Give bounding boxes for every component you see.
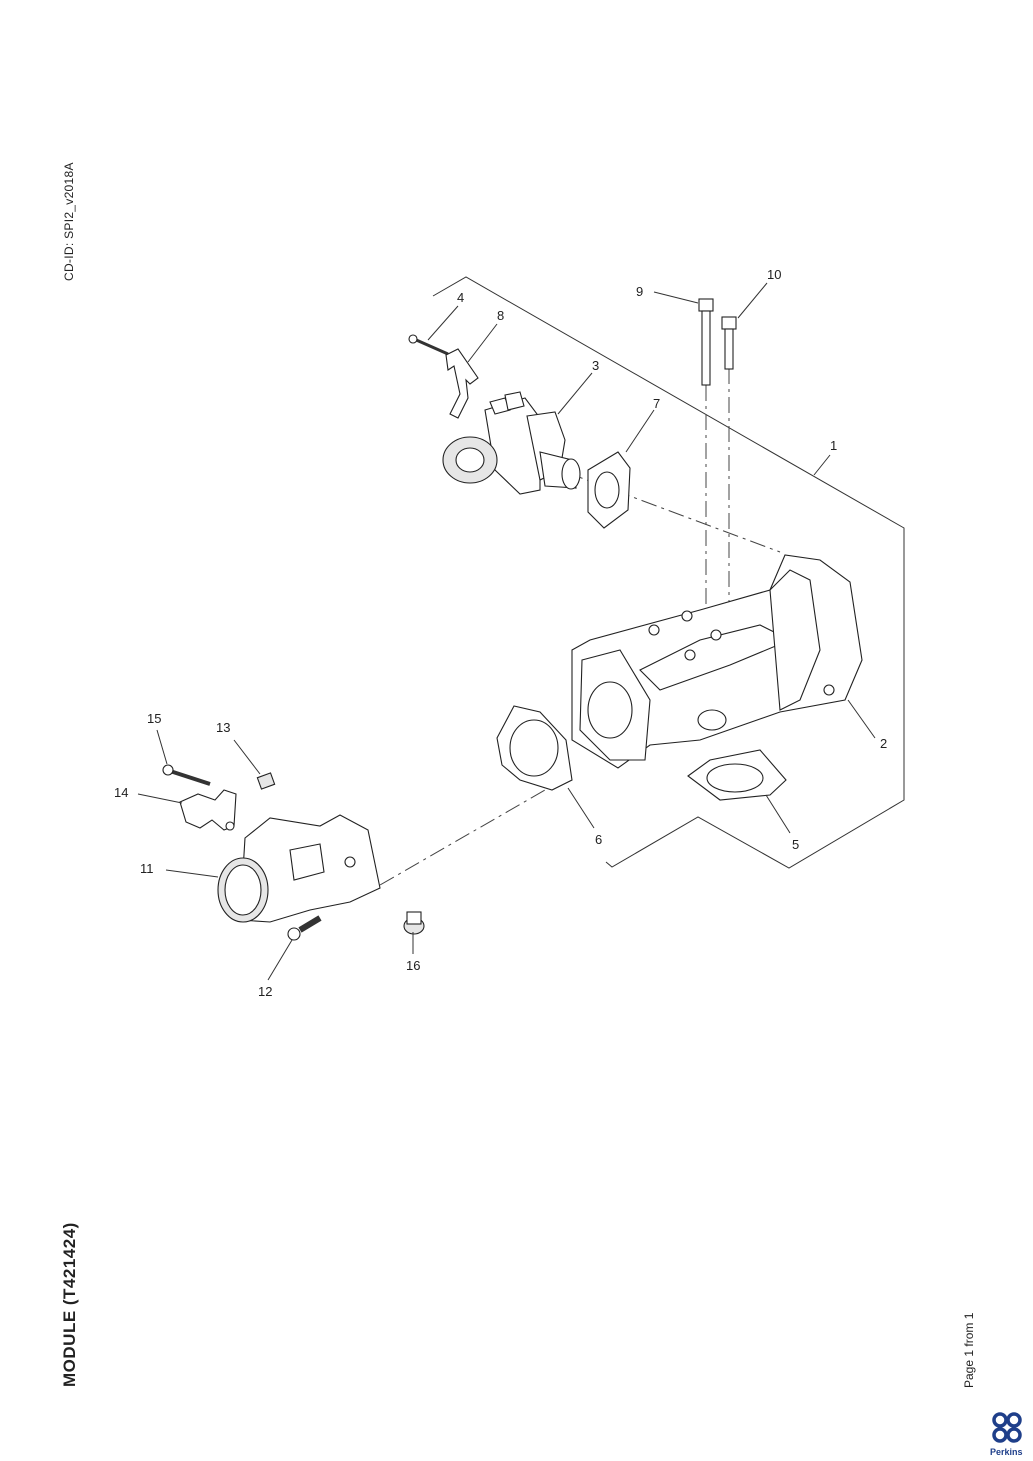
leader-7 xyxy=(625,409,655,453)
part-4-screw xyxy=(408,334,449,356)
callout-2: 2 xyxy=(880,736,887,751)
leader-10 xyxy=(737,282,768,319)
brand-name: Perkins xyxy=(990,1447,1023,1457)
part-15-screw xyxy=(162,764,211,786)
callout-1: 1 xyxy=(830,438,837,453)
part-9-bolt xyxy=(698,298,714,386)
perkins-logo-icon xyxy=(992,1412,1022,1443)
leader-9 xyxy=(653,291,699,304)
callout-13: 13 xyxy=(216,720,230,735)
leader-4 xyxy=(427,305,459,341)
callout-16: 16 xyxy=(406,958,420,973)
part-16-plug xyxy=(403,911,425,935)
callout-3: 3 xyxy=(592,358,599,373)
leader-15 xyxy=(156,729,168,765)
assembly-bracket xyxy=(432,276,905,869)
leader-5 xyxy=(765,794,791,834)
part-14-sensor xyxy=(179,789,237,831)
callout-7: 7 xyxy=(653,396,660,411)
part-11-outlet-housing xyxy=(217,814,381,923)
callout-4: 4 xyxy=(457,290,464,305)
leader-1 xyxy=(813,454,831,476)
part-7-gasket xyxy=(587,451,631,529)
callout-15: 15 xyxy=(147,711,161,726)
part-6-gasket xyxy=(496,705,573,791)
part-8-bracket xyxy=(445,348,479,419)
callout-10: 10 xyxy=(767,267,781,282)
leader-14 xyxy=(137,793,183,804)
axis-line-outlet xyxy=(379,785,553,886)
part-12-bolt xyxy=(287,915,322,941)
callout-9: 9 xyxy=(636,284,643,299)
leader-2 xyxy=(847,699,876,739)
callout-5: 5 xyxy=(792,837,799,852)
part-3-egr-valve xyxy=(442,391,581,495)
leader-13 xyxy=(233,739,261,775)
part-5-gasket xyxy=(687,749,787,801)
leader-11 xyxy=(165,869,219,878)
leader-8 xyxy=(467,323,498,363)
callout-6: 6 xyxy=(595,832,602,847)
leader-6 xyxy=(567,787,595,829)
leader-3 xyxy=(557,372,593,415)
part-13-nut xyxy=(256,772,276,790)
callout-12: 12 xyxy=(258,984,272,999)
leader-12 xyxy=(267,939,293,981)
callout-11: 11 xyxy=(140,861,154,876)
callout-14: 14 xyxy=(114,785,128,800)
part-10-bolt xyxy=(721,316,737,370)
callout-8: 8 xyxy=(497,308,504,323)
part-2-manifold xyxy=(571,554,863,769)
